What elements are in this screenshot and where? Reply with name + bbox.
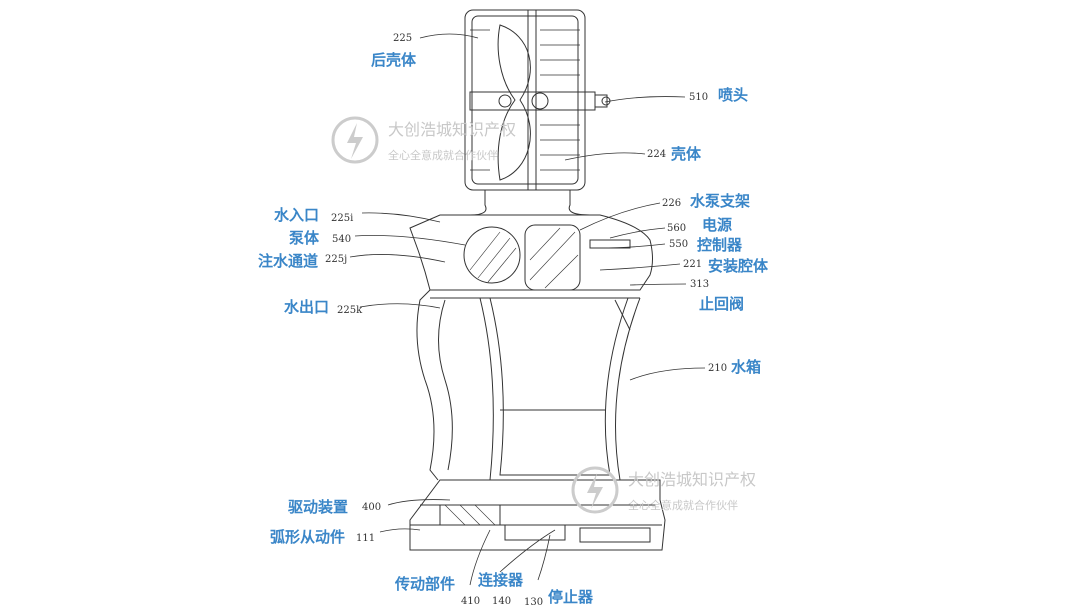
callout-label: 喷头 xyxy=(718,86,749,104)
callout-label: 电源 xyxy=(702,216,733,234)
callout-number: 410 xyxy=(461,596,481,607)
callout-label: 壳体 xyxy=(671,145,702,163)
callout-number: 510 xyxy=(689,92,709,103)
water-tank xyxy=(479,297,641,481)
callout-label: 连接器 xyxy=(478,571,524,589)
callout-number: 225j xyxy=(325,254,348,265)
callout-number: 225k xyxy=(337,305,363,316)
callout-label: 驱动装置 xyxy=(288,498,349,516)
callout-number: 226 xyxy=(662,198,682,209)
callout-number: 111 xyxy=(356,533,376,544)
watermark-title: 大创浩城知识产权 xyxy=(628,470,757,489)
callout-label: 水入口 xyxy=(274,206,320,224)
callout-label: 水箱 xyxy=(731,358,762,376)
callout-number: 224 xyxy=(647,149,667,160)
callout-number: 313 xyxy=(690,279,710,290)
callout-label: 后壳体 xyxy=(371,51,417,69)
callout-label: 注水通道 xyxy=(258,252,319,270)
callout-label: 安装腔体 xyxy=(708,257,769,275)
callout-label: 水出口 xyxy=(284,298,330,316)
handle xyxy=(416,289,453,481)
watermark-logo-icon xyxy=(571,466,619,514)
callout-number: 130 xyxy=(524,597,544,608)
callout-label: 弧形从动件 xyxy=(270,528,346,546)
pump-section xyxy=(409,214,653,299)
watermark-title: 大创浩城知识产权 xyxy=(388,120,517,139)
callout-label: 传动部件 xyxy=(395,575,456,593)
callout-number: 225 xyxy=(393,33,413,44)
callout-number: 225i xyxy=(331,213,354,224)
callout-number: 400 xyxy=(362,502,382,513)
callout-label: 泵体 xyxy=(289,229,320,247)
callout-label: 停止器 xyxy=(548,588,594,606)
callout-label: 水泵支架 xyxy=(690,192,751,210)
watermark-logo-icon xyxy=(331,116,379,164)
callout-number: 560 xyxy=(667,223,687,234)
callout-number: 221 xyxy=(683,259,703,270)
leader-lines xyxy=(349,33,706,586)
base xyxy=(409,479,666,551)
callout-label: 控制器 xyxy=(697,236,743,254)
callout-number: 140 xyxy=(492,596,512,607)
callout-label: 止回阀 xyxy=(699,295,745,313)
callout-number: 210 xyxy=(708,363,728,374)
watermark-slogan: 全心全意成就合作伙伴 xyxy=(388,149,498,162)
watermark-slogan: 全心全意成就合作伙伴 xyxy=(628,499,738,512)
callout-number: 540 xyxy=(332,234,352,245)
fan-housing xyxy=(464,9,611,191)
callout-number: 550 xyxy=(669,239,689,250)
